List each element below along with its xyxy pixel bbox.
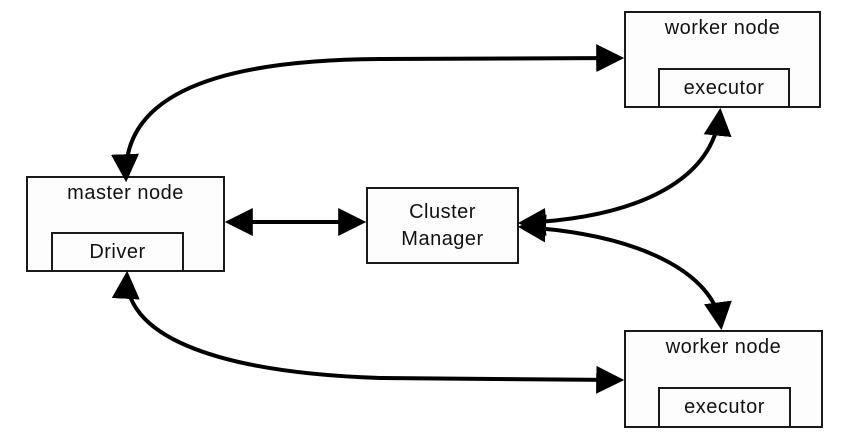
executor-top-label: executor — [683, 76, 765, 99]
driver-box: Driver — [51, 232, 184, 272]
worker-node-bottom-label: worker node — [665, 336, 782, 358]
edge-cluster-manager-to-executor-top-arrow — [517, 107, 732, 236]
executor-bottom-box: executor — [658, 387, 791, 428]
driver-label: Driver — [89, 240, 146, 263]
worker-node-top-label: worker node — [664, 17, 781, 39]
cluster-manager-label: Cluster Manager — [401, 200, 484, 250]
executor-top-box: executor — [658, 68, 790, 108]
cluster-manager-box: Cluster Manager — [366, 187, 519, 264]
edge-cluster-manager-to-worker-bottom-arrow — [517, 214, 732, 331]
master-node-label: master node — [67, 182, 184, 204]
edge-driver-to-worker-bottom-arrow — [111, 270, 625, 394]
executor-bottom-label: executor — [684, 396, 765, 418]
edge-master-to-worker-top-arrow — [111, 44, 625, 183]
